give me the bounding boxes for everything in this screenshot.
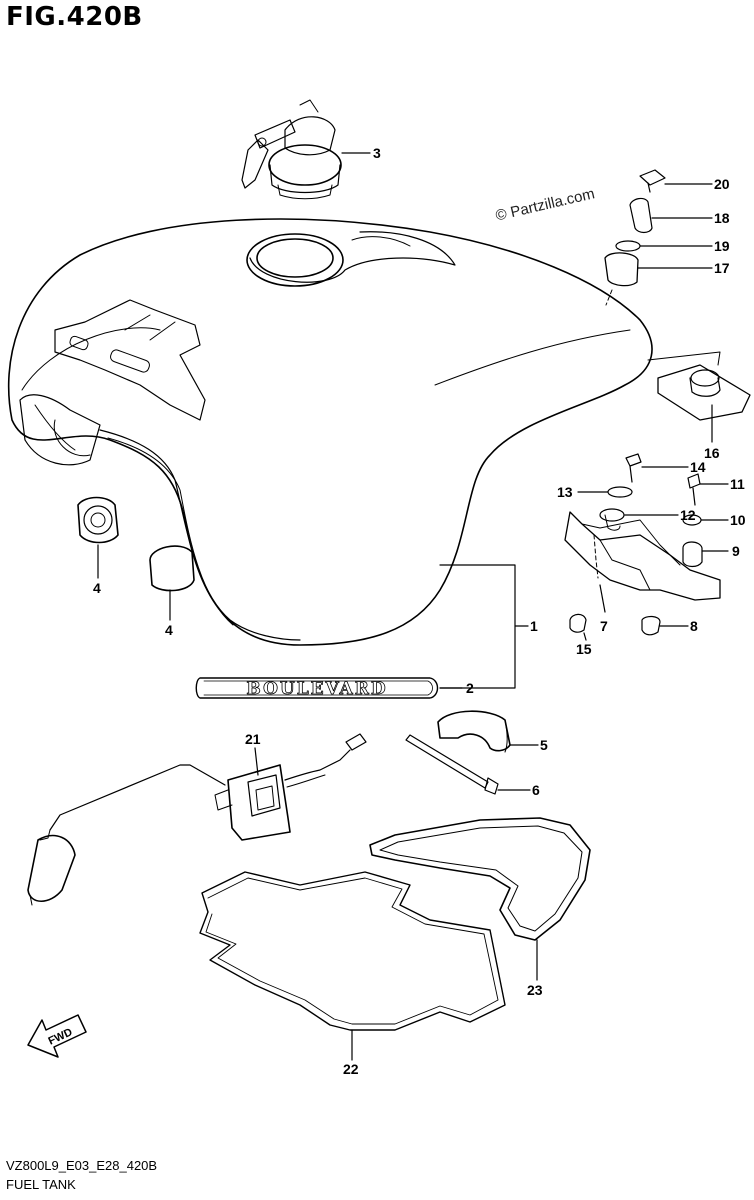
callout-1: 1 [530, 618, 538, 634]
fuel-tank-part [7, 218, 721, 646]
callout-2: 2 [466, 680, 474, 696]
bracket-assembly-part [564, 453, 721, 636]
figure-title: FIG.420B [6, 2, 143, 32]
callout-12: 12 [680, 507, 696, 523]
callout-15: 15 [576, 641, 592, 657]
callout-20: 20 [714, 176, 730, 192]
diagram-code: VZ800L9_E03_E28_420B [6, 1158, 158, 1173]
gasket-part [369, 817, 591, 941]
cushion-part [149, 545, 195, 592]
callout-17: 17 [714, 260, 730, 276]
diagram-name: FUEL TANK [6, 1177, 76, 1192]
emblem-part [195, 677, 439, 699]
callout-9: 9 [732, 543, 740, 559]
callout-8: 8 [690, 618, 698, 634]
callout-5: 5 [540, 737, 548, 753]
callout-4a: 4 [93, 580, 101, 596]
callout-6: 6 [532, 782, 540, 798]
callout-7: 7 [600, 618, 608, 634]
callout-14: 14 [690, 459, 706, 475]
callout-22: 22 [343, 1061, 359, 1077]
fuel-cap-part [241, 99, 342, 200]
callout-16: 16 [704, 445, 720, 461]
callout-23: 23 [527, 982, 543, 998]
fuel-level-gauge-part [27, 733, 367, 906]
callout-11: 11 [730, 476, 745, 492]
callout-3: 3 [373, 145, 381, 161]
emblem-text: BOULEVARD [246, 679, 387, 699]
clamp-part [405, 734, 499, 795]
cover-part [437, 710, 511, 753]
rear-mount-part [604, 169, 751, 421]
callout-13: 13 [557, 484, 573, 500]
callout-19: 19 [714, 238, 730, 254]
insulator-pad-part [199, 871, 506, 1031]
leader-lines [97, 152, 729, 1061]
forward-arrow-icon [27, 1014, 87, 1058]
callout-4b: 4 [165, 622, 173, 638]
callout-18: 18 [714, 210, 730, 226]
callout-21: 21 [245, 731, 261, 747]
callout-10: 10 [730, 512, 746, 528]
cushion-part [77, 496, 119, 544]
